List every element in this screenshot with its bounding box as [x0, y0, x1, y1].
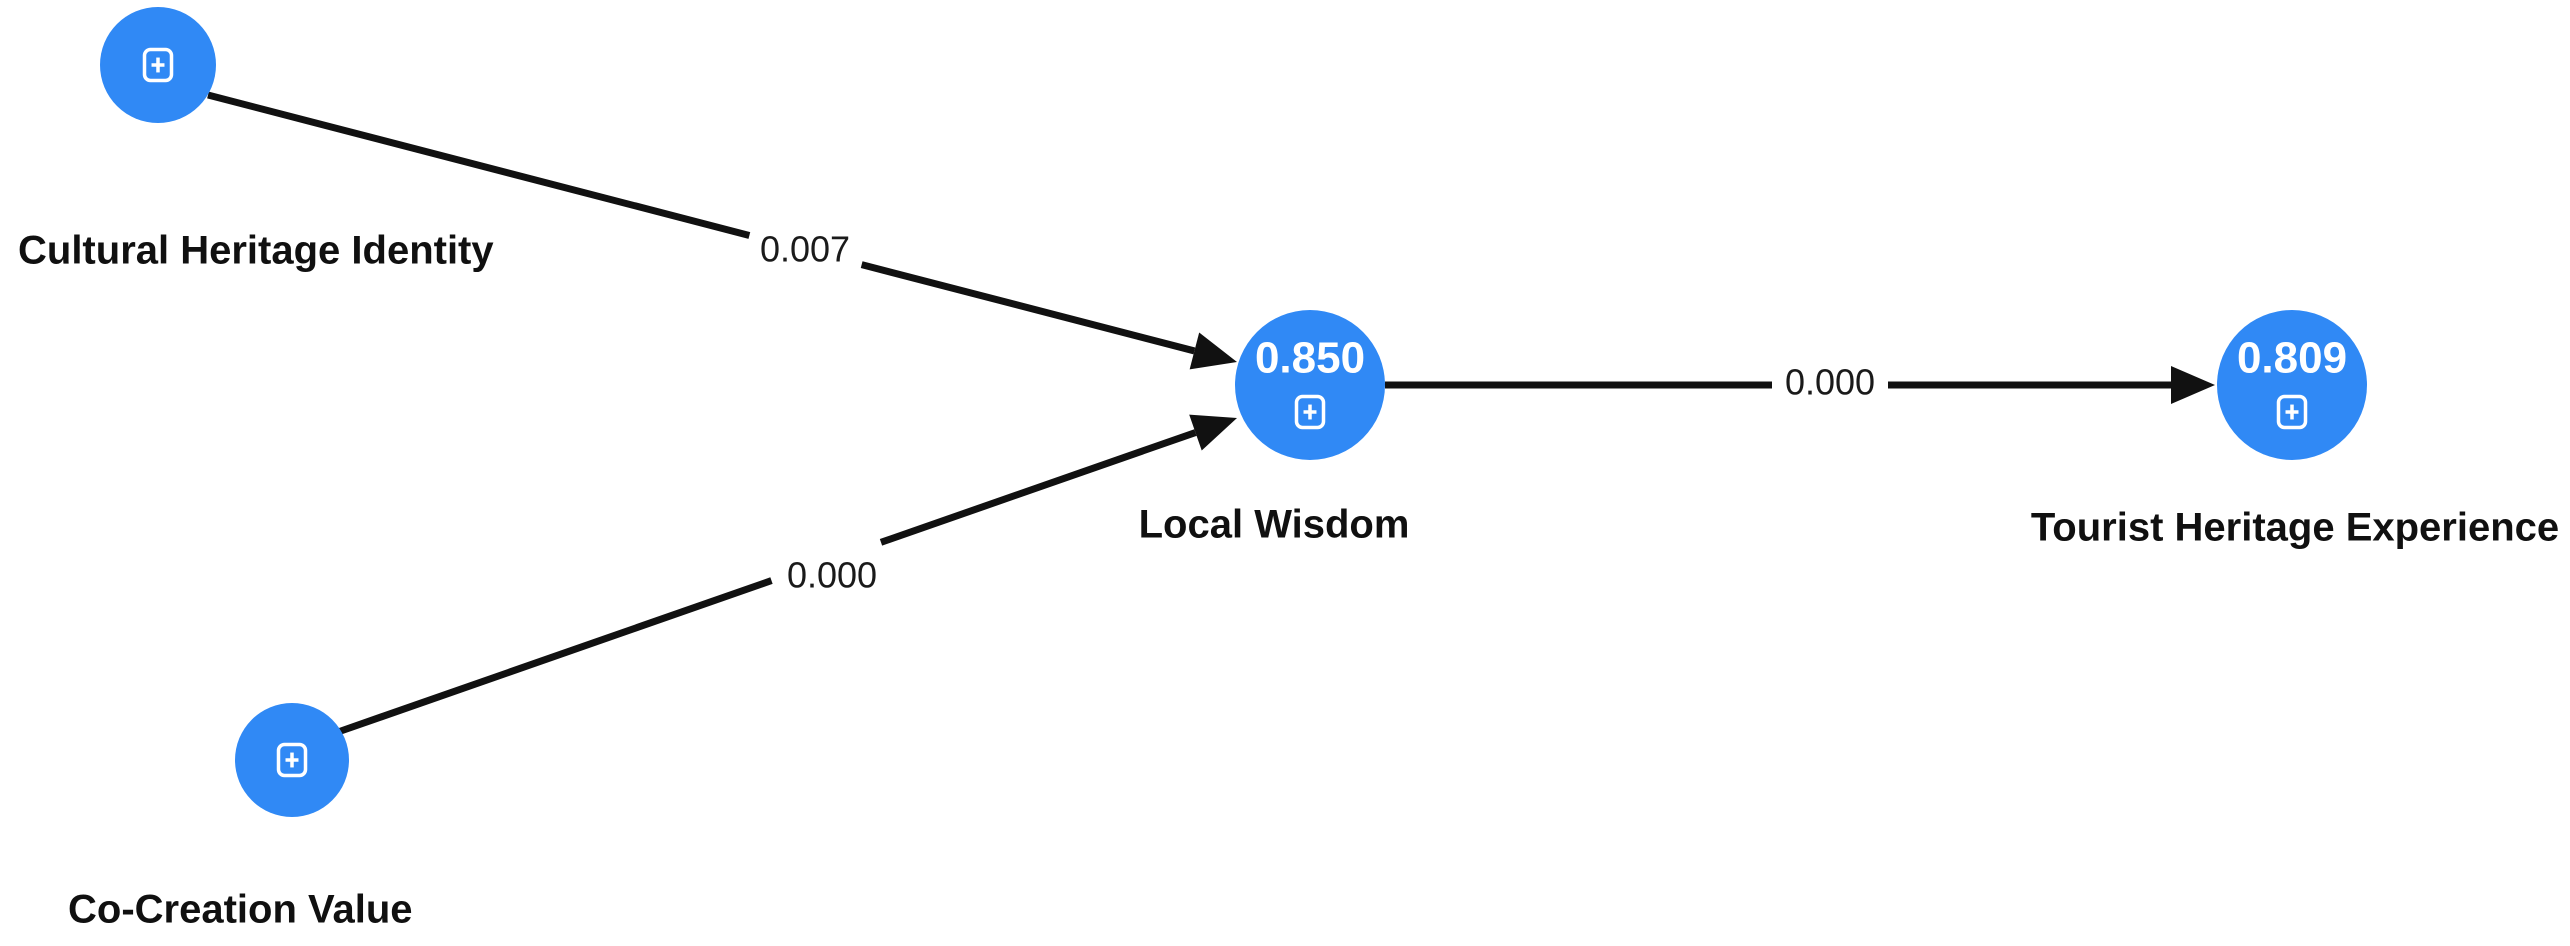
edge-chi_to_lw	[207, 91, 1237, 370]
node-circle-tourist_heritage_experience[interactable]	[2217, 310, 2367, 460]
plus-square-icon[interactable]	[142, 47, 174, 83]
edge-ccv_to_lw	[336, 414, 1237, 736]
edge-lw_to_the	[1385, 366, 2215, 404]
edge-label-chi_to_lw: 0.007	[760, 229, 850, 270]
node-label-cultural_heritage_identity: Cultural Heritage Identity	[18, 229, 494, 273]
node-cultural_heritage_identity[interactable]	[100, 7, 216, 123]
arrowhead	[1189, 414, 1237, 451]
node-value-tourist_heritage_experience: 0.809	[2237, 334, 2347, 383]
node-co_creation_value[interactable]	[235, 703, 349, 817]
node-tourist_heritage_experience[interactable]: 0.809	[2217, 310, 2367, 460]
edge-label-lw_to_the: 0.000	[1785, 362, 1875, 403]
plus-square-icon[interactable]	[2276, 394, 2308, 430]
node-circle-local_wisdom[interactable]	[1235, 310, 1385, 460]
nodes-layer: 0.850 0.809	[100, 7, 2367, 817]
node-local_wisdom[interactable]: 0.850	[1235, 310, 1385, 460]
edge-label-ccv_to_lw: 0.000	[787, 555, 877, 596]
arrowhead	[2171, 366, 2215, 404]
arrowhead	[1189, 332, 1237, 370]
plus-square-icon[interactable]	[276, 742, 308, 778]
node-value-local_wisdom: 0.850	[1255, 334, 1365, 383]
node-label-co_creation_value: Co-Creation Value	[68, 888, 413, 932]
edges-layer	[207, 91, 2215, 736]
node-label-tourist_heritage_experience: Tourist Heritage Experience	[2031, 506, 2559, 550]
edge-labels-layer: 0.007 0.000 0.000	[760, 229, 1875, 596]
plus-square-icon[interactable]	[1294, 394, 1326, 430]
node-label-local_wisdom: Local Wisdom	[1139, 503, 1410, 547]
